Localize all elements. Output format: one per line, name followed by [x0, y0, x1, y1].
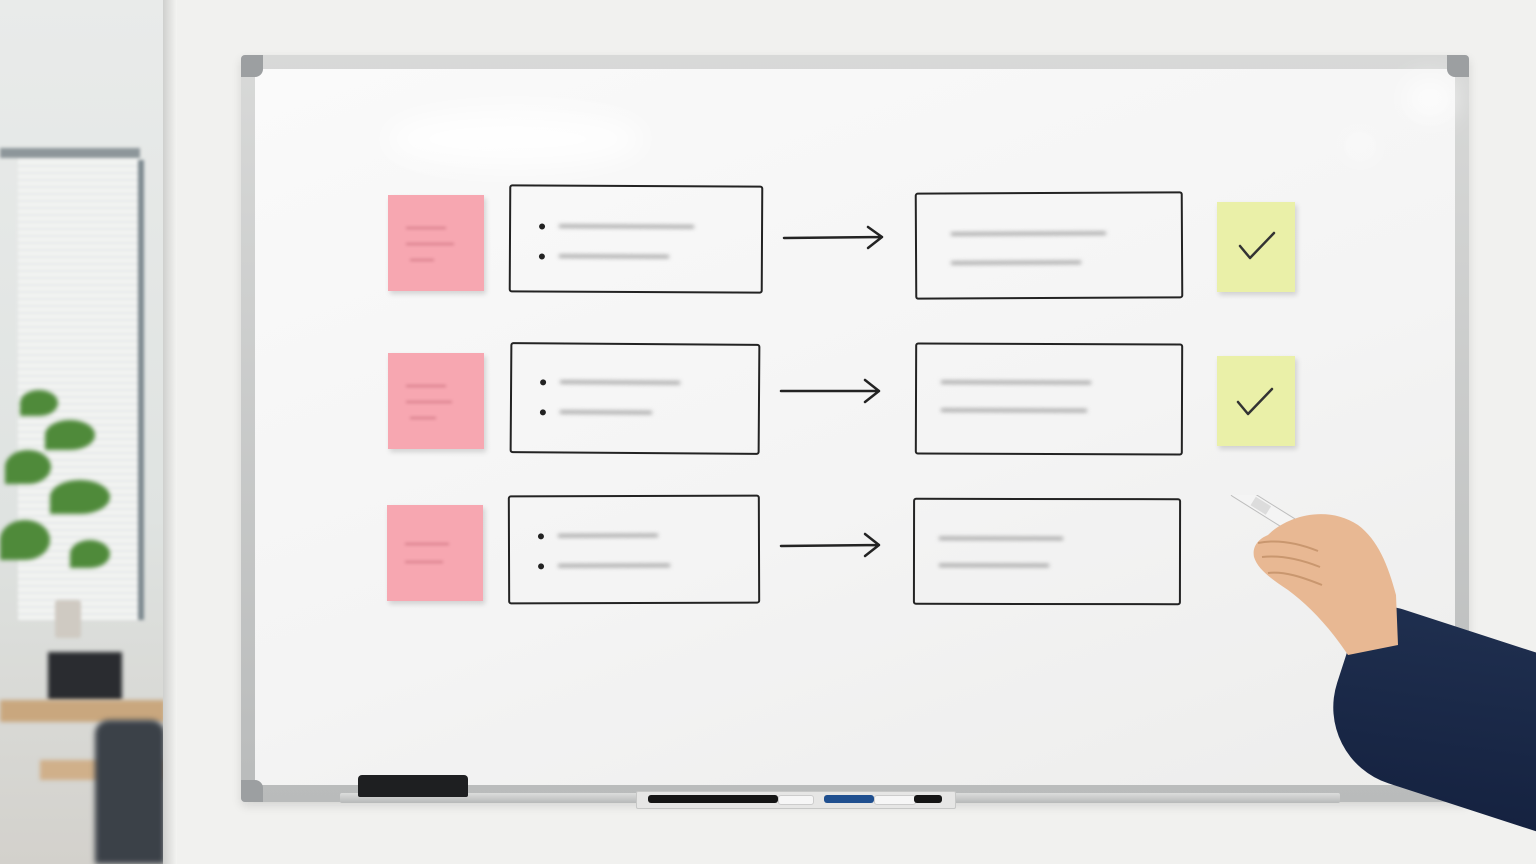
light-glare	[385, 109, 645, 169]
checkmark-icon	[1235, 386, 1275, 418]
source-box	[510, 342, 761, 455]
plant-leaf	[20, 390, 58, 416]
hand-with-marker	[1228, 495, 1418, 655]
scribble	[406, 227, 446, 229]
blurred-text	[558, 534, 658, 537]
scribble	[405, 561, 443, 563]
marker-cap	[874, 795, 916, 805]
scribble	[405, 543, 449, 545]
scribble	[406, 243, 454, 245]
blurred-text	[951, 261, 1081, 265]
light-glare	[1405, 79, 1455, 119]
frame-corner	[241, 780, 263, 802]
source-box	[508, 495, 760, 605]
whiteboard-eraser	[358, 775, 468, 797]
monitor	[48, 652, 122, 700]
frame-corner	[241, 55, 263, 77]
office-chair	[95, 720, 165, 864]
plant-leaf	[70, 540, 110, 568]
plant-leaf	[0, 520, 50, 560]
target-box	[915, 343, 1183, 456]
blurred-text	[941, 409, 1087, 413]
scribble	[410, 417, 436, 419]
blurred-text	[560, 410, 652, 414]
window-frame	[0, 148, 140, 158]
plant-pot	[55, 600, 81, 638]
frame-corner	[1447, 55, 1469, 77]
yellow-sticky-note	[1217, 356, 1295, 446]
plant-leaf	[45, 420, 95, 450]
desk	[0, 700, 165, 722]
bullet	[538, 533, 544, 539]
target-box	[913, 498, 1181, 605]
marker-cap	[778, 795, 814, 805]
scribble	[406, 385, 446, 387]
scribble	[406, 401, 452, 403]
background-office	[0, 0, 165, 864]
light-glare	[1345, 134, 1375, 158]
blue-marker	[824, 795, 874, 803]
scribble	[410, 259, 434, 261]
black-marker	[914, 795, 942, 803]
checkmark-icon	[1237, 230, 1277, 262]
blurred-text	[939, 537, 1063, 540]
blurred-text	[560, 380, 680, 384]
wall-edge	[163, 0, 177, 864]
plant-leaf	[50, 480, 110, 514]
yellow-sticky-note	[1217, 202, 1295, 292]
plant-leaf	[5, 450, 51, 484]
blurred-text	[939, 564, 1049, 567]
bullet	[540, 409, 546, 415]
bullet	[538, 563, 544, 569]
blurred-text	[951, 232, 1106, 236]
black-marker	[648, 795, 778, 803]
blurred-text	[941, 381, 1091, 385]
arrow-icon	[779, 531, 883, 559]
bullet	[539, 223, 545, 229]
arrow-icon	[779, 377, 883, 405]
bullet	[539, 253, 545, 259]
bullet	[540, 379, 546, 385]
blurred-text	[558, 564, 670, 567]
arrow-icon	[782, 224, 886, 252]
source-box	[509, 184, 764, 293]
blurred-text	[559, 225, 694, 229]
pink-sticky-note	[388, 353, 484, 449]
target-box	[915, 191, 1184, 299]
pink-sticky-note	[388, 195, 484, 291]
pink-sticky-note	[387, 505, 483, 601]
blurred-text	[559, 255, 669, 259]
